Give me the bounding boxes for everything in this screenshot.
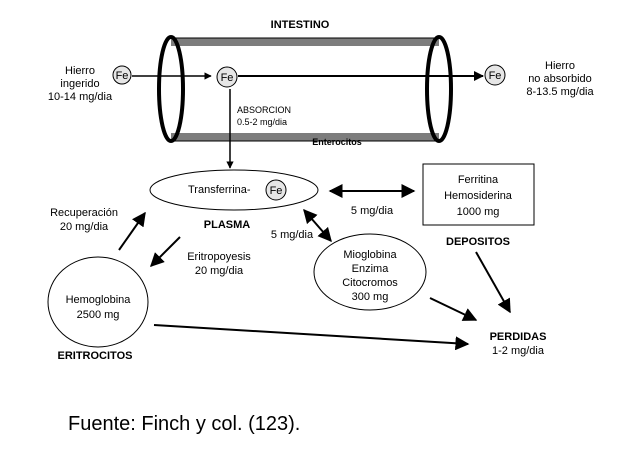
- iron-in-line-1: Hierro: [65, 65, 95, 77]
- intestine-tube: [157, 35, 453, 143]
- fe-symbol-enterocyte: Fe: [221, 72, 234, 84]
- iron-in-line-3: 10-14 mg/dia: [48, 91, 113, 103]
- arrow-myoglobin-losses: [429, 297, 478, 321]
- myoglobin-line-4: 300 mg: [352, 291, 389, 303]
- iron-in-line-2: ingerido: [60, 78, 99, 90]
- fe-symbol-unabsorbed: Fe: [489, 70, 502, 82]
- erythropoiesis-line-1: Eritropoyesis: [187, 251, 251, 263]
- deposits-line-2: Hemosiderina: [444, 190, 513, 202]
- deposits-label: DEPOSITOS: [446, 236, 510, 248]
- myoglobin-line-3: Citocromos: [342, 277, 398, 289]
- fe-circle-ingested: [112, 65, 132, 85]
- iron-out-line-3: 8-13.5 mg/dia: [526, 86, 594, 98]
- enterocytes-label: Enterocitos: [312, 137, 362, 147]
- erythropoiesis-rate: 20 mg/dia: [195, 265, 244, 277]
- transferrin-label: Transferrina-: [188, 184, 251, 196]
- flow-plasma-deposits: 5 mg/dia: [351, 205, 394, 217]
- fe-symbol-ingested: Fe: [116, 70, 129, 82]
- deposits-box: [422, 163, 535, 226]
- arrow-deposits-losses: [475, 251, 511, 314]
- myoglobin-line-2: Enzima: [352, 263, 390, 275]
- losses-rate: 1-2 mg/dia: [492, 345, 545, 357]
- intestine-title: INTESTINO: [271, 19, 330, 31]
- absorption-rate: 0.5-2 mg/dia: [237, 117, 287, 127]
- fe-circle-transferrin: [265, 179, 287, 201]
- absorption-label: ABSORCION: [237, 105, 291, 115]
- myoglobin-line-1: Mioglobina: [343, 249, 397, 261]
- losses-label: PERDIDAS: [490, 331, 547, 343]
- fe-symbol-transferrin: Fe: [270, 185, 283, 197]
- deposits-line-1: Ferritina: [458, 174, 499, 186]
- source-caption: Fuente: Finch y col. (123).: [68, 413, 300, 435]
- plasma-label: PLASMA: [204, 219, 251, 231]
- hemoglobin-line-2: 2500 mg: [77, 309, 120, 321]
- hemoglobin-ellipse: [47, 256, 149, 348]
- recovery-rate: 20 mg/dia: [60, 221, 109, 233]
- iron-out-line-1: Hierro: [545, 60, 575, 72]
- myoglobin-ellipse: [313, 233, 427, 311]
- iron-out-line-2: no absorbido: [528, 73, 592, 85]
- recovery-line-1: Recuperación: [50, 207, 118, 219]
- flow-plasma-myoglobin: 5 mg/dia: [271, 229, 314, 241]
- deposits-line-3: 1000 mg: [457, 206, 500, 218]
- arrow-plasma-myoglobin: [303, 208, 332, 243]
- fe-circle-enterocyte: [216, 66, 238, 88]
- arrow-hemoglobin-losses: [153, 324, 470, 351]
- erythrocytes-label: ERITROCITOS: [58, 350, 133, 362]
- fe-circle-unabsorbed: [484, 64, 506, 86]
- arrow-recovery: [118, 211, 146, 251]
- hemoglobin-line-1: Hemoglobina: [66, 294, 132, 306]
- arrow-erythropoiesis: [150, 236, 181, 267]
